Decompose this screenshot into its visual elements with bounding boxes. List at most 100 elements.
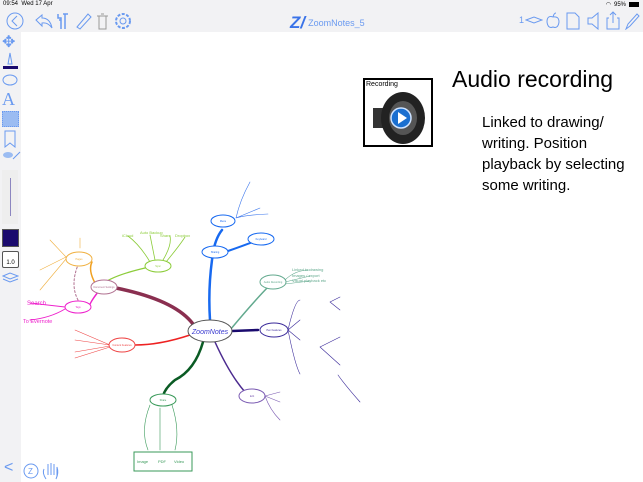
mindmap-shape: [587, 12, 599, 30]
node-edit: Edit: [250, 395, 255, 398]
pen-icon[interactable]: [2, 52, 19, 70]
svg-text:Z: Z: [28, 467, 33, 476]
mindmap-shape: [90, 279, 118, 295]
mindmap-shape: [57, 13, 68, 29]
branch-menu: [208, 228, 224, 322]
mindmap-shape: [606, 11, 620, 30]
node-share: Share: [160, 399, 167, 402]
zoom-icon[interactable]: [23, 463, 39, 479]
branch-doc: [114, 286, 195, 326]
layers-icon[interactable]: [2, 272, 19, 284]
bookmark-icon[interactable]: [2, 130, 19, 148]
mindmap-shape: [97, 13, 108, 30]
prev-page-icon[interactable]: <: [4, 459, 14, 476]
battery-percent: 95%: [613, 1, 626, 8]
mindmap-shape: [115, 13, 131, 29]
shape-ellipse-icon[interactable]: [2, 72, 19, 88]
node-sync: Sync: [155, 265, 161, 268]
select-region-icon[interactable]: [2, 111, 19, 127]
hand-icon[interactable]: [42, 463, 59, 480]
pen-tool-icon[interactable]: [624, 12, 640, 30]
mindmap-shape: [259, 274, 287, 290]
mindmap-shape: [73, 264, 79, 301]
width-slider[interactable]: [2, 170, 18, 224]
page-icon[interactable]: [566, 12, 580, 30]
node-keyboard: Keyboard: [256, 238, 267, 241]
tools-icon[interactable]: [55, 12, 70, 30]
node-audio: Audio Recording: [264, 281, 283, 284]
mindmap-shape: [247, 232, 275, 246]
back-icon[interactable]: [6, 12, 24, 30]
sync-leaf: Auto Backup: [140, 230, 163, 235]
document-title: Z/ZoomNotes_5: [290, 13, 365, 33]
page-number[interactable]: 1: [519, 15, 525, 25]
apple-pencil-icon[interactable]: [545, 12, 561, 30]
mindmap-shape: [144, 404, 178, 451]
mindmap-shape: [259, 322, 289, 338]
mindmap-shape: [235, 181, 269, 219]
mindmap-shape: [210, 214, 236, 228]
audio-recording-widget[interactable]: Recording: [363, 78, 433, 147]
audio-leaf: Linked to drawing: [292, 267, 323, 272]
document-name: ZoomNotes_5: [308, 18, 365, 28]
mindmap-shape: [201, 245, 229, 259]
mindmap-shape: [625, 13, 640, 30]
settings-gear-icon[interactable]: [114, 11, 132, 30]
undo-icon[interactable]: [34, 12, 54, 30]
mindmap-shape: [89, 261, 96, 284]
sync-leaf: Dropbox: [175, 233, 190, 238]
node-doc: Document Settings: [93, 286, 115, 289]
mindmap-shape: [546, 12, 560, 28]
ruler-icon[interactable]: [74, 12, 92, 30]
status-bar: 09:54 Wed 17 Apr ◠95%: [0, 0, 643, 10]
line-width-button[interactable]: 1.0: [2, 251, 19, 268]
color-swatch[interactable]: [2, 229, 19, 247]
share-leaf: Video: [174, 459, 185, 464]
recording-label: Recording: [366, 81, 398, 88]
mindmap-shape: [3, 66, 18, 69]
mindmap-shape: [76, 13, 92, 30]
mindmap-shape: [12, 151, 21, 160]
node-pages: Pages: [75, 258, 83, 261]
mindmap-shape: [284, 269, 311, 285]
heading: Audio recording: [452, 66, 614, 92]
node-content: Content Features: [112, 344, 132, 347]
page-navigator-icon[interactable]: [525, 16, 543, 25]
mindmap-shape: [108, 337, 136, 353]
mindmap-shape: [238, 388, 266, 404]
mindmap-shape: [398, 112, 407, 124]
branch-content: [134, 334, 191, 346]
battery-icon: [629, 2, 639, 7]
share-leaf: PDF: [158, 459, 167, 464]
mindmap-shape: [566, 12, 580, 30]
mindmap-shape: [65, 251, 93, 267]
node-pen: Pen Features: [266, 329, 282, 332]
eraser-icon[interactable]: [2, 150, 21, 162]
branch-edit: [214, 341, 246, 393]
mindmap-shape: [64, 300, 92, 314]
mindmap-shape: [7, 52, 13, 65]
node-tags: Tags: [75, 306, 81, 309]
mindmap-shape: [525, 16, 543, 24]
center-node: [187, 319, 233, 343]
text-icon[interactable]: A: [2, 89, 15, 109]
canvas[interactable]: [21, 32, 643, 482]
mindmap-shape: [133, 451, 193, 472]
share-icon[interactable]: [606, 11, 620, 30]
mindmap-shape: [127, 234, 186, 263]
speaker-icon[interactable]: [586, 12, 600, 30]
mindmap-shape: [4, 130, 16, 148]
speaker-play-icon[interactable]: [371, 90, 429, 146]
mindmap-shape: [29, 302, 66, 321]
toolbar: Z/ZoomNotes_5 1: [0, 10, 643, 32]
mindmap-shape: [6, 12, 24, 30]
mindmap-shape: [74, 329, 111, 359]
branch-pen: [230, 328, 260, 333]
trash-icon[interactable]: [96, 12, 109, 30]
mindmap-shape: [119, 17, 127, 25]
mindmap-shape: [144, 259, 172, 273]
mindmap-shape: [39, 237, 81, 291]
mindmap-shape: [2, 272, 19, 283]
move-icon[interactable]: ✥: [2, 34, 16, 51]
